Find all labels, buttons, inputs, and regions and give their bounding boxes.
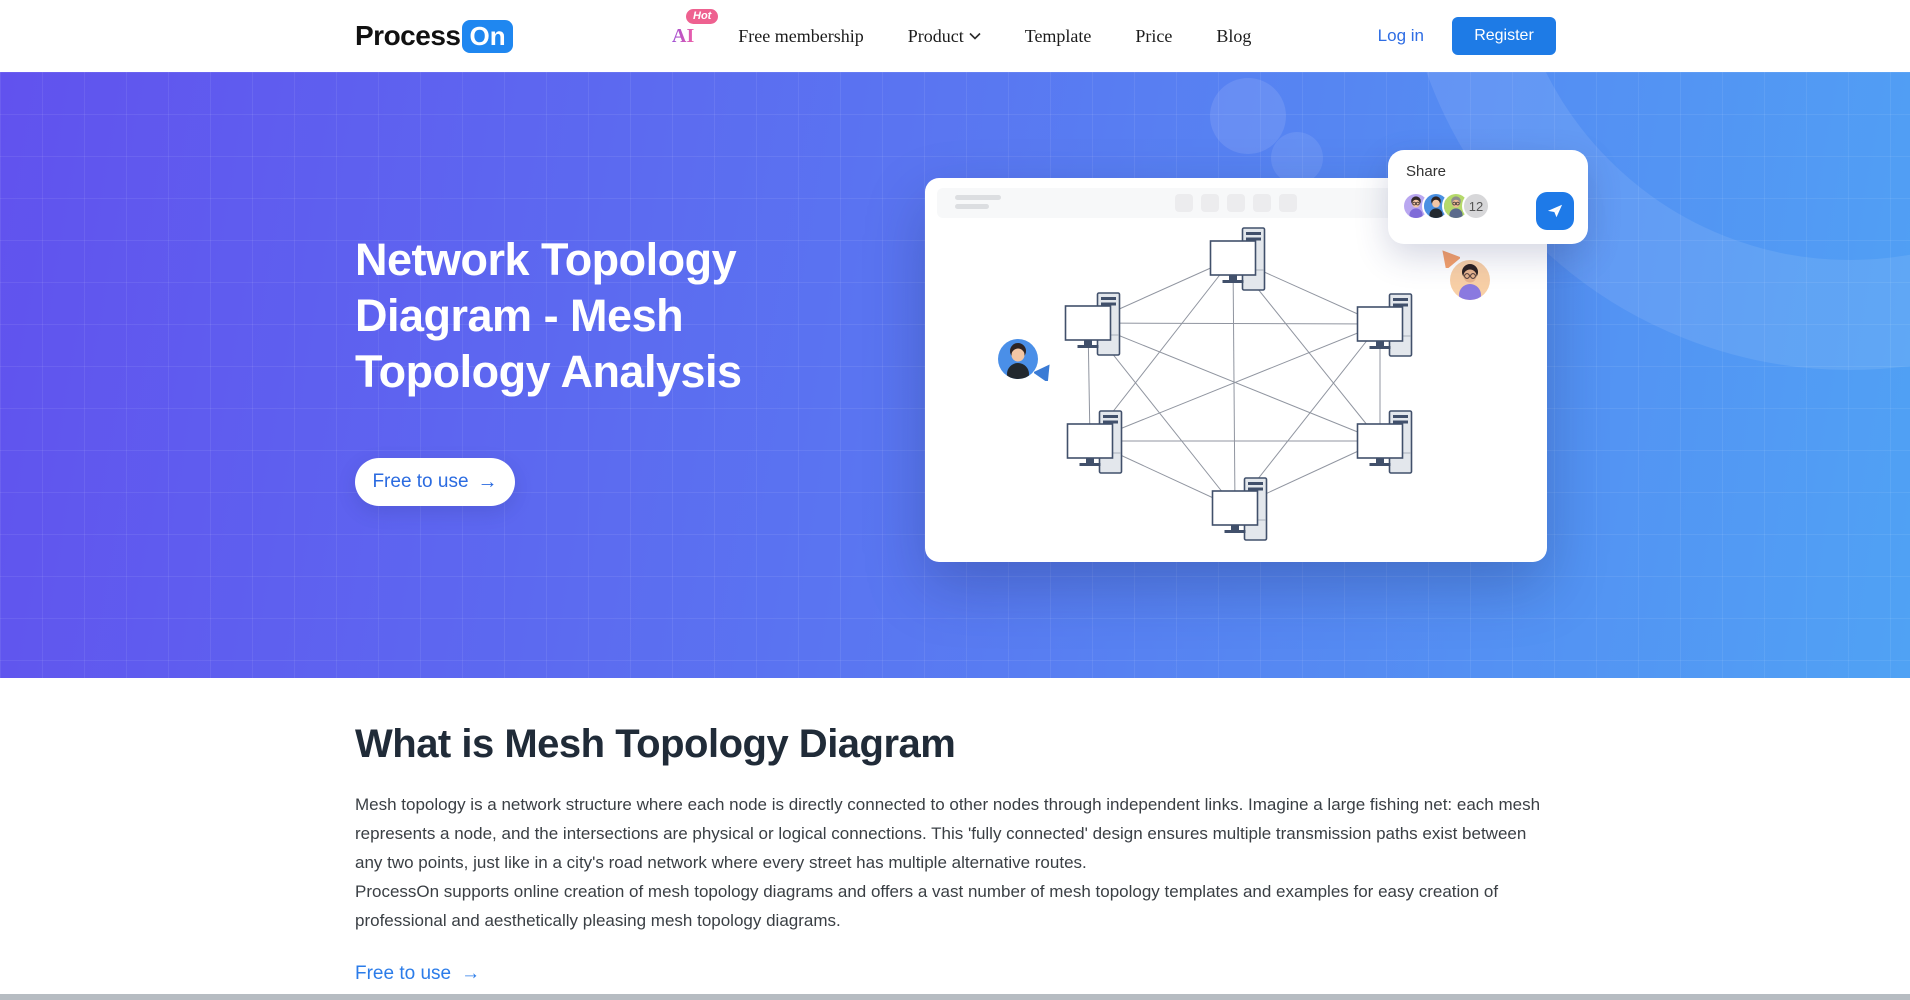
nav-item-ai[interactable]: AI Hot [672, 8, 719, 48]
toolbar-square [1175, 194, 1193, 212]
paragraph-1: Mesh topology is a network structure whe… [355, 795, 1541, 872]
nav-item-price[interactable]: Price [1135, 25, 1173, 46]
content-section: What is Mesh Topology Diagram Mesh topol… [0, 678, 1910, 1000]
computer-node-icon [1064, 292, 1121, 356]
toolbar-square [1279, 194, 1297, 212]
login-link[interactable]: Log in [1377, 26, 1424, 45]
hero-section: Network Topology Diagram - Mesh Topology… [0, 72, 1910, 678]
top-navigation: Process On AI Hot Free membership Produc… [0, 0, 1910, 72]
hot-badge: Hot [686, 8, 719, 24]
share-popup: Share [1388, 150, 1588, 244]
toolbar-square [1201, 194, 1219, 212]
logo-text: Process [355, 20, 461, 51]
section-heading: What is Mesh Topology Diagram [355, 722, 956, 766]
register-button[interactable]: Register [1452, 17, 1556, 55]
free-to-use-link[interactable]: Free to use → [355, 963, 480, 985]
computer-node-icon [1356, 293, 1413, 357]
arrow-right-icon: → [477, 471, 498, 493]
processon-logo[interactable]: Process On [355, 0, 513, 72]
computer-node-icon [1211, 477, 1268, 541]
extra-collaborators-count: 12 [1462, 192, 1490, 220]
computer-node-icon [1356, 410, 1413, 474]
free-to-use-button[interactable]: Free to use → [355, 458, 515, 506]
computer-node-icon [1066, 410, 1123, 474]
nav-item-product[interactable]: Product [908, 26, 981, 47]
cta-label: Free to use [372, 471, 469, 492]
cursor-pointer-icon [1034, 364, 1050, 381]
send-share-button[interactable] [1536, 192, 1574, 230]
editor-preview-card [925, 178, 1547, 562]
next-section-edge [0, 994, 1910, 1000]
paragraph-2: ProcessOn supports online creation of me… [355, 881, 1499, 930]
section-body: Mesh topology is a network structure whe… [355, 791, 1555, 935]
title-line-2: Diagram - Mesh [355, 290, 684, 341]
ai-gradient-text: AI [672, 24, 695, 47]
link-label: Free to use [355, 963, 452, 985]
share-avatar-group: 12 [1402, 192, 1490, 220]
collaborator-cursor-right [1442, 250, 1490, 300]
title-line-3: Topology Analysis [355, 346, 742, 397]
share-popup-title: Share [1406, 163, 1447, 180]
nav-item-blog[interactable]: Blog [1216, 25, 1252, 46]
collaborator-avatar [998, 339, 1038, 379]
computer-node-icon [1209, 227, 1266, 291]
title-line-1: Network Topology [355, 234, 737, 285]
nav-item-label: Product [907, 25, 964, 46]
nav-item-template[interactable]: Template [1024, 25, 1092, 46]
arrow-right-icon: → [461, 963, 481, 985]
nav-item-free-membership[interactable]: Free membership [738, 25, 864, 46]
toolbar-square [1253, 194, 1271, 212]
collaborator-cursor-left [998, 339, 1050, 381]
nav-auth-area: Log in Register [1378, 0, 1556, 72]
paper-plane-icon [1547, 204, 1563, 218]
mesh-topology-diagram [1064, 227, 1413, 541]
collaborator-avatar [1450, 260, 1490, 300]
toolbar-square [1227, 194, 1245, 212]
cursor-pointer-icon [1442, 250, 1460, 268]
main-menu: AI Hot Free membership Product Template … [672, 0, 1251, 72]
logo-badge: On [462, 19, 513, 53]
skeleton-line [955, 204, 989, 209]
chevron-down-icon [969, 32, 981, 40]
skeleton-line [955, 195, 1001, 200]
page-title: Network Topology Diagram - Mesh Topology… [355, 232, 742, 400]
toolbar-placeholder-icons [937, 194, 1535, 212]
